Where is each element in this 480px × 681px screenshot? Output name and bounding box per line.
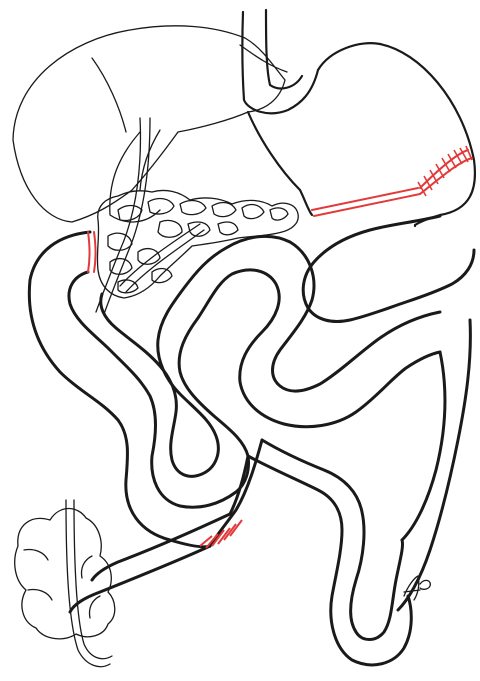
anastomosis-gastric (312, 146, 472, 216)
terminal-ileum (70, 514, 230, 612)
anastomosis-duodenal (88, 232, 96, 272)
pancreas (97, 190, 298, 298)
stomach (242, 10, 475, 226)
artist-signature: AP (400, 576, 430, 616)
appendix (66, 500, 112, 667)
